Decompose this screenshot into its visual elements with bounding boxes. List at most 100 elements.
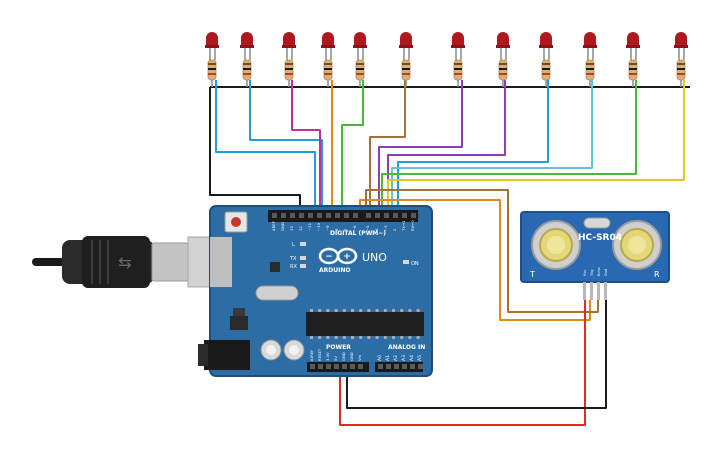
- led-rx-label: RX: [290, 264, 297, 270]
- digital-pin-hole[interactable]: [353, 213, 358, 218]
- sensor-pin[interactable]: [597, 282, 600, 300]
- resistor-band: [586, 68, 594, 70]
- digital-pin-hole[interactable]: [375, 213, 380, 218]
- power-pin-hole[interactable]: [342, 364, 347, 369]
- power-pin-hole[interactable]: [350, 364, 355, 369]
- digital-pin-label: ~9: [325, 225, 330, 231]
- led-rim: [205, 45, 219, 48]
- chip-leg: [318, 309, 322, 312]
- resistor-band: [356, 68, 364, 70]
- led-9: [539, 32, 553, 87]
- digital-pin-hole[interactable]: [402, 213, 407, 218]
- analog-pin-hole[interactable]: [410, 364, 415, 369]
- digital-pin-hole[interactable]: [335, 213, 340, 218]
- led-11: [626, 32, 640, 87]
- sensor-vcc-wire: [339, 300, 586, 426]
- led-l-label: L: [292, 242, 295, 248]
- resistor-band: [542, 73, 550, 75]
- digital-pin-hole[interactable]: [308, 213, 313, 218]
- digital-pin-hole[interactable]: [344, 213, 349, 218]
- analog-pin-hole[interactable]: [386, 364, 391, 369]
- sensor-receiver-core: [628, 236, 646, 254]
- resistor-band: [629, 73, 637, 75]
- resistor-band: [285, 63, 293, 65]
- resistor-band: [402, 68, 410, 70]
- digital-pin-hole[interactable]: [290, 213, 295, 218]
- led-bulb: [206, 32, 218, 46]
- digital-pin-label: ~11: [307, 222, 312, 231]
- resistor-band: [586, 73, 594, 75]
- analog-pin-label: A3: [401, 355, 407, 361]
- power-pin-label: Vin: [357, 354, 362, 361]
- chip-leg: [318, 336, 322, 339]
- power-header-label: POWER: [326, 344, 351, 351]
- analog-pin-hole[interactable]: [418, 364, 423, 369]
- led-12: [674, 32, 688, 87]
- power-pin-hole[interactable]: [358, 364, 363, 369]
- digital-header-label: DIGITAL (PWM~): [330, 230, 386, 237]
- digital-pin-label: 7: [343, 228, 348, 231]
- digital-pin-hole[interactable]: [393, 213, 398, 218]
- chip-leg: [392, 309, 395, 312]
- chip-leg: [400, 309, 404, 312]
- power-pin-hole[interactable]: [318, 364, 323, 369]
- digital-pin-hole[interactable]: [411, 213, 416, 218]
- power-pin-label: RESET: [317, 348, 322, 361]
- power-pin-hole[interactable]: [326, 364, 331, 369]
- digital-pin-hole[interactable]: [384, 213, 389, 218]
- usb-chip: [270, 262, 280, 272]
- led-2: [240, 32, 254, 87]
- digital-pin-hole[interactable]: [366, 213, 371, 218]
- analog-pin-hole[interactable]: [402, 364, 407, 369]
- usb-connector-metal: [151, 242, 189, 282]
- digital-pin-label: RX←0: [410, 220, 415, 231]
- board-model: UNO: [362, 251, 387, 264]
- led-rx-indicator: [300, 264, 306, 268]
- board-brand: ARDUINO: [319, 267, 350, 274]
- led-rim: [583, 45, 597, 48]
- resistor-band: [285, 68, 293, 70]
- led5-wire: [341, 80, 364, 213]
- digital-pin-hole[interactable]: [326, 213, 331, 218]
- digital-pin-hole[interactable]: [272, 213, 277, 218]
- digital-pin-hole[interactable]: [281, 213, 286, 218]
- wires: [209, 80, 690, 426]
- chip-leg: [383, 309, 387, 312]
- led-tx-indicator: [300, 256, 306, 260]
- chip-leg: [383, 336, 387, 339]
- led-bulb: [400, 32, 412, 46]
- sensor-pin[interactable]: [604, 282, 607, 300]
- sensor-pin[interactable]: [590, 282, 593, 300]
- sensor-t-mark: T: [529, 270, 535, 279]
- led-bulb: [497, 32, 509, 46]
- led-on-indicator: [403, 260, 409, 264]
- led-l-indicator: [300, 242, 306, 246]
- led1-wire: [215, 80, 316, 213]
- power-pin-hole[interactable]: [310, 364, 315, 369]
- led-rim: [539, 45, 553, 48]
- power-pin-hole[interactable]: [334, 364, 339, 369]
- analog-pin-label: A1: [385, 355, 391, 361]
- digital-pin-hole[interactable]: [317, 213, 322, 218]
- sensor-pin-label: Trig: [590, 270, 594, 277]
- resistor-band: [629, 68, 637, 70]
- capacitor-left-inner: [266, 345, 276, 355]
- power-jack-face: [198, 344, 208, 366]
- resistor-band: [285, 73, 293, 75]
- analog-pin-hole[interactable]: [394, 364, 399, 369]
- sensor-pins: [583, 282, 607, 300]
- reset-button-cap[interactable]: [231, 217, 241, 227]
- analog-pin-hole[interactable]: [378, 364, 383, 369]
- digital-pin-hole[interactable]: [299, 213, 304, 218]
- chip-leg: [326, 336, 330, 339]
- led-bulb: [452, 32, 464, 46]
- analog-pin-label: A0: [377, 355, 383, 361]
- sensor-r-mark: R: [654, 270, 660, 279]
- led-rim: [240, 45, 254, 48]
- led-5: [353, 32, 367, 87]
- sensor-pin[interactable]: [583, 282, 586, 300]
- resistor-band: [243, 68, 251, 70]
- power-pin-label: 3.3V: [325, 352, 330, 361]
